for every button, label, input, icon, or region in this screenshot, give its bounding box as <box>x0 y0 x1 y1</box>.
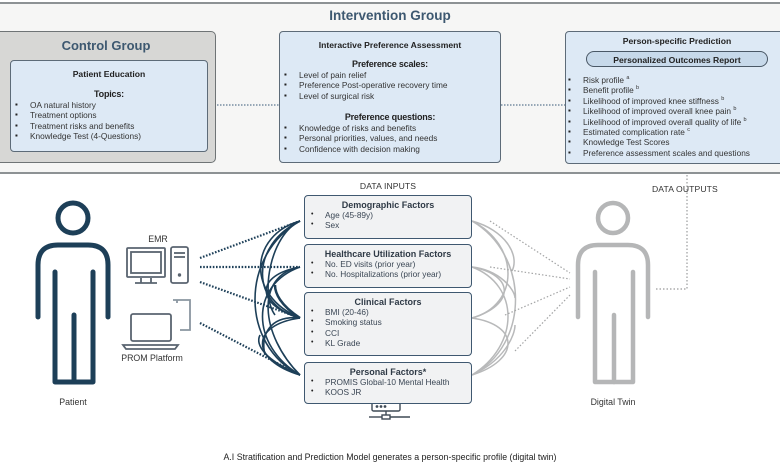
prom-laptop-icon <box>121 299 191 350</box>
topics-heading: Topics: <box>94 89 124 99</box>
list-item: Preference Post-operative recovery time <box>280 80 448 91</box>
preference-scales-heading: Preference scales: <box>352 59 428 69</box>
list-item: Sex <box>307 220 373 231</box>
digital-twin-figure-icon <box>575 200 651 385</box>
list-item: No. Hospitalizations (prior year) <box>307 269 441 280</box>
preference-questions-list: Knowledge of risks and benefits Personal… <box>280 123 437 155</box>
input-box-title: Personal Factors* <box>349 367 427 377</box>
digital-twin-label: Digital Twin <box>590 397 636 407</box>
input-curved-links <box>254 220 301 376</box>
healthcare-utilization-factors-box: Healthcare Utilization Factors No. ED vi… <box>304 244 472 288</box>
input-box-items: No. ED visits (prior year) No. Hospitali… <box>307 259 441 280</box>
diagram-caption: A.I Stratification and Prediction Model … <box>223 452 557 462</box>
input-dotted-links <box>199 219 301 376</box>
control-group-title: Control Group <box>61 38 151 53</box>
list-item: Benefit profile b <box>564 85 750 96</box>
list-item: Personal priorities, values, and needs <box>280 133 437 144</box>
list-item: OA natural history <box>11 100 141 111</box>
prom-platform-label: PROM Platform <box>121 353 183 363</box>
demographic-factors-box: Demographic Factors Age (45-89y) Sex <box>304 195 472 239</box>
personalized-outcomes-report-pill: Personalized Outcomes Report <box>586 51 768 67</box>
clinical-factors-box: Clinical Factors BMI (20-46) Smoking sta… <box>304 292 472 356</box>
list-item: Confidence with decision making <box>280 144 437 155</box>
emr-tower-icon <box>170 246 189 284</box>
input-box-title: Healthcare Utilization Factors <box>324 249 452 259</box>
patient-label: Patient <box>59 397 87 407</box>
list-item: CCI <box>307 328 382 339</box>
list-item: Estimated complication rate c <box>564 127 750 138</box>
emr-label: EMR <box>148 234 168 244</box>
input-box-items: BMI (20-46) Smoking status CCI KL Grade <box>307 307 382 349</box>
list-item: Age (45-89y) <box>307 210 373 221</box>
network-diagram <box>35 175 688 420</box>
person-specific-prediction-box: Person-specific Prediction Personalized … <box>565 31 780 164</box>
output-dotted-links <box>489 220 571 352</box>
prediction-items-list: Risk profile a Benefit profile b Likelih… <box>564 75 750 159</box>
interactive-assessment-title: Interactive Preference Assessment <box>318 40 462 50</box>
list-item: Treatment options <box>11 110 141 121</box>
input-box-title: Clinical Factors <box>354 297 422 307</box>
input-box-items: PROMIS Global-10 Mental Health KOOS JR <box>307 377 450 398</box>
list-item: Likelihood of improved knee stiffness b <box>564 96 750 107</box>
list-item: Knowledge Test Scores <box>564 137 750 148</box>
list-item: KL Grade <box>307 338 382 349</box>
patient-education-box: Patient Education Topics: OA natural his… <box>10 60 208 152</box>
list-item: KOOS JR <box>307 387 450 398</box>
emr-monitor-icon <box>126 247 166 284</box>
intervention-group-title: Intervention Group <box>329 8 451 23</box>
list-item: Smoking status <box>307 317 382 328</box>
preference-questions-heading: Preference questions: <box>344 112 436 122</box>
list-item: Knowledge of risks and benefits <box>280 123 437 134</box>
list-item: Preference assessment scales and questio… <box>564 148 750 159</box>
data-outputs-connector <box>656 175 688 290</box>
list-item: Likelihood of improved overall knee pain… <box>564 106 750 117</box>
list-item: Level of pain relief <box>280 70 448 81</box>
data-inputs-label: DATA INPUTS <box>359 181 417 191</box>
interactive-assessment-box: Interactive Preference Assessment Prefer… <box>279 31 501 163</box>
list-item: PROMIS Global-10 Mental Health <box>307 377 450 388</box>
list-item: Level of surgical risk <box>280 91 448 102</box>
personal-factors-box: Personal Factors* PROMIS Global-10 Menta… <box>304 362 472 404</box>
output-curved-links <box>471 220 517 376</box>
preference-scales-list: Level of pain relief Preference Post-ope… <box>280 70 448 102</box>
input-box-title: Demographic Factors <box>341 200 435 210</box>
list-item: BMI (20-46) <box>307 307 382 318</box>
input-box-items: Age (45-89y) Sex <box>307 210 373 231</box>
list-item: Likelihood of improved overall quality o… <box>564 117 750 128</box>
patient-figure-icon <box>35 200 111 385</box>
list-item: Treatment risks and benefits <box>11 121 141 132</box>
prediction-title: Person-specific Prediction <box>622 36 732 46</box>
list-item: Knowledge Test (4-Questions) <box>11 131 141 142</box>
topics-list: OA natural history Treatment options Tre… <box>11 100 141 142</box>
patient-education-title: Patient Education <box>72 69 146 79</box>
data-outputs-label: DATA OUTPUTS <box>652 184 718 194</box>
list-item: Risk profile a <box>564 75 750 86</box>
list-item: No. ED visits (prior year) <box>307 259 441 270</box>
